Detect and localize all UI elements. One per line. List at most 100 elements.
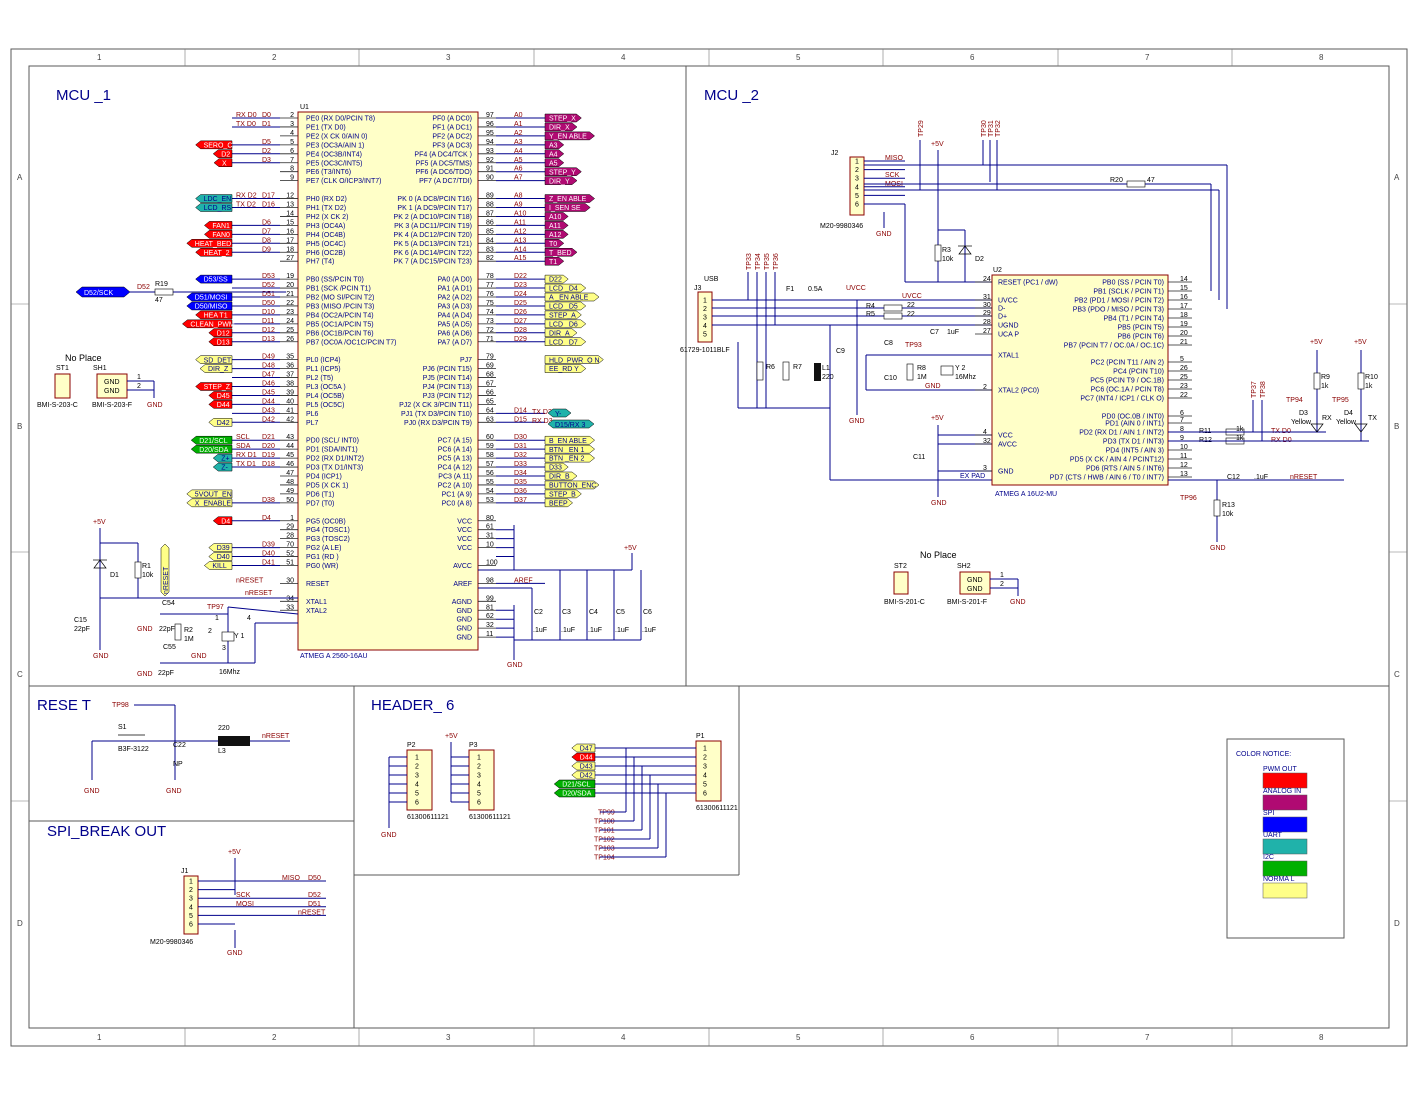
y1-ref: Y 1 [234, 633, 244, 640]
flag-nreset-mcu1 [160, 543, 170, 597]
u1-pin-name: PF3 (A DC3) [432, 142, 472, 149]
grid-row-left: C [17, 670, 23, 679]
u1-pin-name: PD3 (TX D1/INT3) [306, 465, 363, 472]
tp35: TP35 [764, 253, 771, 270]
flag-d15-rx3 [547, 419, 595, 429]
tp37: TP37 [1251, 381, 1258, 398]
p2-body [406, 749, 433, 811]
j1-net-name: MOSI [236, 901, 254, 908]
u1-net-label: D31 [514, 443, 527, 450]
p3-pin-number: 6 [477, 800, 481, 807]
u1-pin-name: PB6 (OC1B/PCIN T6) [306, 330, 374, 337]
u1-net-label: A6 [514, 166, 523, 173]
u1-pin-name: PL0 (ICP4) [306, 357, 341, 364]
net-flag [181, 319, 233, 329]
net-flag-text: LCD _D4 [549, 286, 578, 293]
net-flag-text: STEP_Y [549, 169, 576, 176]
net-flag [544, 256, 565, 266]
u1-pin-name: AGND [452, 599, 472, 606]
u1-pin-number: 25 [286, 327, 294, 334]
u1-net-label: D4 [262, 515, 271, 522]
gnd-c9: GND [849, 418, 865, 425]
u2-pin-name: AVCC [998, 442, 1017, 449]
u2-pin-number: 31 [983, 294, 991, 301]
j1-ref: J1 [181, 868, 189, 875]
u2-pin-name: PB5 (PCIN T5) [1117, 325, 1164, 332]
net-flag-text: D45 [217, 393, 230, 400]
u1-pin-name: PK 5 (A DC13/PCIN T21) [394, 241, 472, 248]
d4-color: Yellow [1336, 419, 1357, 426]
title-reset: RESE T [37, 697, 91, 714]
u1-pin-name: PE5 (OC3C/INT5) [306, 160, 362, 167]
u1-pin-name: PC0 (A 8) [442, 500, 472, 507]
gnd-j1: GND [227, 950, 243, 957]
net-flag-text: B_EN ABLE [549, 438, 587, 445]
u1-pin-number: 9 [290, 175, 294, 182]
net-flag [544, 480, 600, 490]
net-flag-text: D43 [580, 764, 593, 771]
u1-pin-number: 99 [486, 595, 494, 602]
r9-ref: R9 [1321, 374, 1330, 381]
d52-net: D52 [137, 284, 150, 291]
u1-pin-number: 14 [286, 210, 294, 217]
net-flag-text: D44 [217, 402, 230, 409]
u1-net-label: D15 [514, 416, 527, 423]
u2-pin-number: 2 [983, 384, 987, 391]
j1-net-name: SCK [236, 892, 251, 899]
u1-pin-name: PE7 (CLK O/ICP3/INT7) [306, 178, 381, 185]
r5-ref: R5 [866, 311, 875, 318]
grid-col-bottom: 2 [272, 1033, 277, 1042]
u1-pin-name: PB0 (SS/PCIN T0) [306, 277, 364, 284]
u1-pin-name: PG4 (TOSC1) [306, 527, 350, 534]
u1-pin-number: 44 [286, 443, 294, 450]
u2-body [991, 274, 1169, 486]
u1-pin-name: PL6 [306, 411, 319, 418]
net-flag-text: X_ENABLE [195, 500, 232, 507]
u1-net-label: A2 [514, 130, 523, 137]
r19-val: 47 [155, 297, 163, 304]
u1-net-label: D3 [262, 157, 271, 164]
r4-ref: R4 [866, 303, 875, 310]
u1-pin-number: 50 [286, 497, 294, 504]
j2-pin-number: 4 [855, 184, 859, 191]
net-flag-text: D21/SCL [199, 438, 228, 445]
net-flag-text: Y_EN ABLE [549, 134, 587, 141]
u1-net-label: A5 [514, 157, 523, 164]
u1-net-label: D32 [514, 452, 527, 459]
u1-pin-name: PD6 (T1) [306, 491, 334, 498]
grid-row-right: B [1394, 422, 1399, 431]
u1-pin-name: PA0 (A D0) [438, 277, 473, 284]
u1-net-label: D30 [514, 434, 527, 441]
l3-ref: L3 [218, 748, 226, 755]
net-flag [208, 328, 233, 338]
u1-net-label: D24 [514, 291, 527, 298]
u1-net-label: D9 [262, 246, 271, 253]
r9-body [1313, 372, 1321, 390]
c7-ref: C7 [930, 329, 939, 336]
net-flag [190, 444, 233, 454]
u1-pin-number: 2 [290, 112, 294, 119]
u1-pin-number: 72 [486, 327, 494, 334]
u1-pin-name: PK 3 (A DC11/PCIN T19) [394, 223, 472, 230]
inner-frame [28, 65, 1390, 1029]
sh2-pin1: 1 [1000, 572, 1004, 579]
net-flag [544, 364, 587, 373]
net-flag [544, 221, 569, 230]
u1-pin-number: 75 [486, 300, 494, 307]
net-flag-text: BTN _EN 2 [549, 456, 585, 463]
u1-net-label: A3 [514, 139, 523, 146]
u1-pin-number: 47 [286, 470, 294, 477]
u1-net-label: D34 [514, 470, 527, 477]
r13-body [1213, 499, 1221, 517]
j1-pin-number: 2 [189, 887, 193, 894]
legend-item-label: NORMA L [1263, 876, 1295, 883]
u1-net-label: D27 [514, 318, 527, 325]
u2-pin-name: PC2 (PCIN T11 / AIN 2) [1091, 360, 1164, 367]
u2-ref: U2 [993, 267, 1002, 274]
r20-ref: R20 [1110, 177, 1123, 184]
u2-pin-number: 17 [1180, 303, 1188, 310]
u1-pin-number: 58 [486, 452, 494, 459]
u1-pin-name: PF7 (A DC7/TDI) [419, 178, 472, 185]
u1-net-label: D13 [262, 336, 275, 343]
c15-ref: C15 [74, 617, 87, 624]
